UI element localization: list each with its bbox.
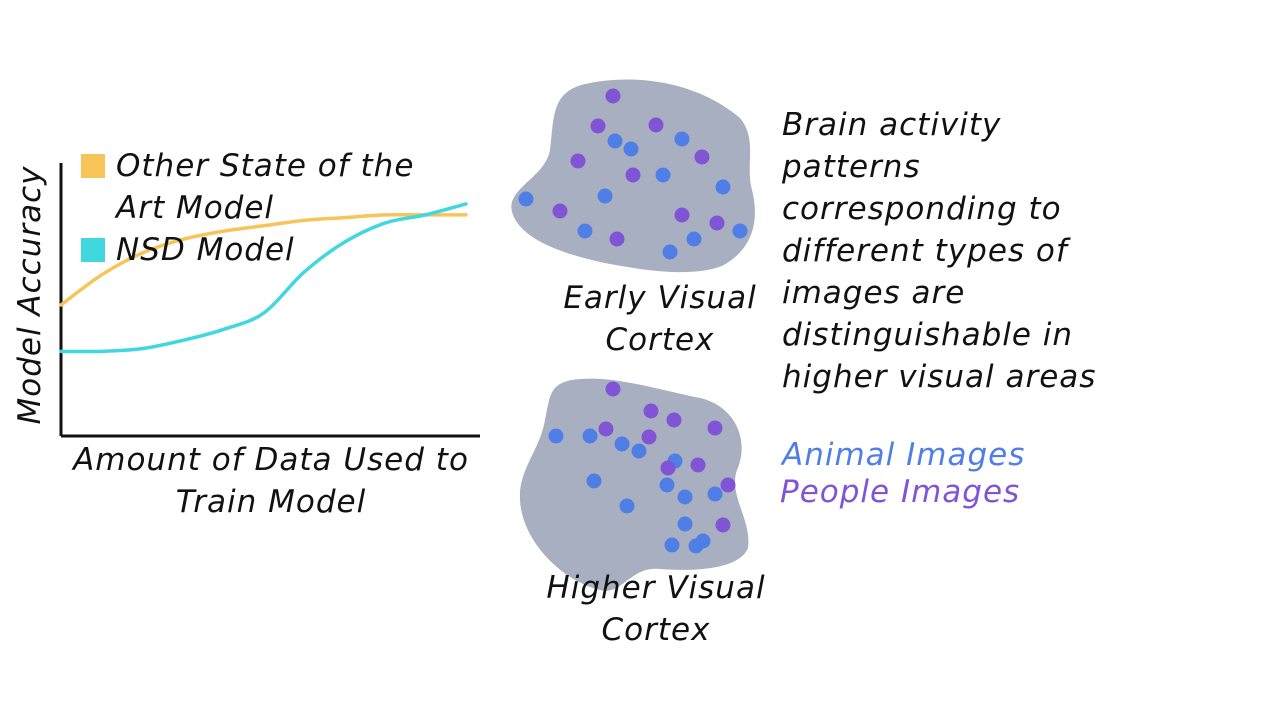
description-line-2: patterns (782, 149, 921, 185)
higher-cortex-people-dot (720, 477, 736, 493)
higher-cortex-people-dot (660, 460, 676, 476)
higher-cortex-people-dot (643, 403, 659, 419)
legend-swatch-other-model (81, 154, 105, 178)
higher-cortex-animal-dot (619, 498, 635, 514)
higher-cortex-animal-dot (659, 477, 675, 493)
higher-cortex-people-dot (690, 457, 706, 473)
higher-cortex-activity-dots (548, 381, 736, 554)
higher-cortex-people-dot (641, 429, 657, 445)
higher-visual-cortex-label-line2: Cortex (601, 612, 711, 648)
series-line-other-model (59, 212, 468, 307)
early-cortex-people-dot (648, 117, 664, 133)
early-cortex-people-dot (570, 153, 586, 169)
early-cortex-people-dot (694, 149, 710, 165)
early-cortex-people-dot (674, 207, 690, 223)
higher-cortex-people-dot (666, 412, 682, 428)
description-line-4: different types of (782, 233, 1068, 269)
higher-cortex-people-dot (707, 420, 723, 436)
legend-swatch-nsd-model (81, 238, 105, 262)
higher-cortex-people-dot (598, 421, 614, 437)
early-cortex-people-dot (552, 203, 568, 219)
higher-cortex-people-dot (605, 381, 621, 397)
higher-cortex-animal-dot (677, 489, 693, 505)
early-visual-cortex-label-line1: Early Visual (563, 280, 757, 316)
early-cortex-animal-dot (732, 223, 748, 239)
early-cortex-animal-dot (655, 167, 671, 183)
description-line-7: higher visual areas (782, 359, 1097, 395)
higher-cortex-animal-dot (548, 428, 564, 444)
legend-label-nsd-model: NSD Model (116, 232, 295, 268)
higher-cortex-animal-dot (582, 428, 598, 444)
higher-cortex-people-dot (715, 517, 731, 533)
legend-animal-images: Animal Images (782, 437, 1026, 473)
early-cortex-animal-dot (577, 223, 593, 239)
early-cortex-animal-dot (662, 244, 678, 260)
higher-cortex-animal-dot (586, 473, 602, 489)
x-axis-label-line1: Amount of Data Used to (73, 442, 469, 478)
early-cortex-animal-dot (597, 188, 613, 204)
description-line-5: images are (782, 275, 966, 311)
higher-cortex-animal-dot (695, 533, 711, 549)
higher-cortex-animal-dot (707, 486, 723, 502)
higher-visual-cortex-label-line1: Higher Visual (546, 570, 766, 606)
early-cortex-animal-dot (607, 133, 623, 149)
description-line-1: Brain activity (782, 107, 1002, 143)
early-cortex-people-dot (709, 215, 725, 231)
legend-label-other-model-line2: Art Model (116, 190, 275, 226)
early-cortex-people-dot (605, 88, 621, 104)
early-cortex-animal-dot (623, 141, 639, 157)
series-layer (59, 202, 468, 354)
early-cortex-animal-dot (715, 179, 731, 195)
higher-cortex-animal-dot (614, 436, 630, 452)
higher-cortex-animal-dot (631, 443, 647, 459)
early-cortex-people-dot (609, 231, 625, 247)
higher-visual-cortex-region (519, 378, 749, 591)
early-cortex-people-dot (590, 118, 606, 134)
early-visual-cortex-label-line2: Cortex (605, 322, 715, 358)
description-line-3: corresponding to (782, 191, 1062, 227)
early-cortex-people-dot (625, 167, 641, 183)
series-line-nsd-model (59, 202, 468, 354)
legend-label-other-model-line1: Other State of the (116, 148, 415, 184)
early-cortex-activity-dots (518, 88, 748, 260)
early-cortex-animal-dot (518, 191, 534, 207)
x-axis-label-line2: Train Model (175, 484, 367, 520)
description-line-6: distinguishable in (782, 317, 1074, 353)
higher-cortex-animal-dot (677, 516, 693, 532)
early-cortex-animal-dot (674, 131, 690, 147)
legend-people-images: People Images (780, 474, 1021, 510)
early-cortex-animal-dot (686, 231, 702, 247)
higher-cortex-animal-dot (664, 537, 680, 553)
